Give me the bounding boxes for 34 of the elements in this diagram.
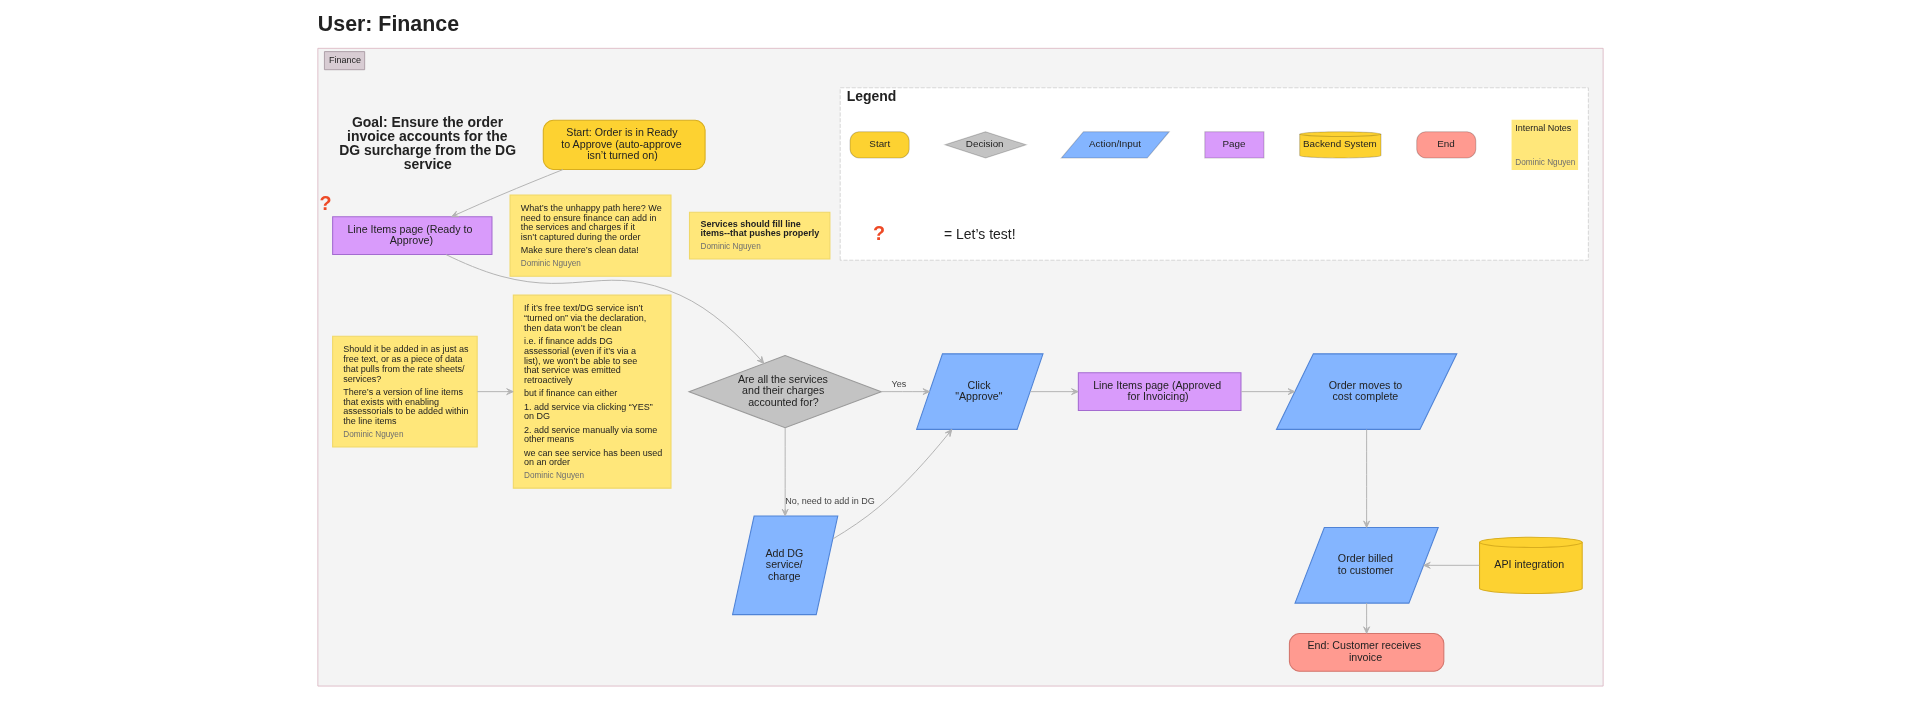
- arrow: [476, 388, 514, 396]
- arrow: [832, 429, 952, 540]
- arrow: [1362, 602, 1370, 634]
- node-box: If it’s free text/DG service isn’t “turned on” via the declaration, then data won’t be clean i.e. if finance adds DG assessorial (even if it’s via a list), we won’t be able to see that service was emitted retroactively but if finance can either 1. add service via clicking “YES” on DG 2. add service manually via some other means we can see service has been used on an order Dominic Nguyen: [512, 294, 672, 489]
- arrow: [1362, 429, 1370, 528]
- node-box: Line Items page (Ready to Approve): [331, 216, 492, 255]
- arrow: [880, 388, 930, 396]
- arrow: [450, 169, 563, 218]
- legend-label: Start: [868, 138, 890, 150]
- label: Dominic Nguyen: [1514, 157, 1575, 167]
- node-box: Services should fill line items--that pushes properly Dominic Nguyen: [688, 211, 830, 260]
- arrow: [444, 254, 764, 364]
- legend-label: Action/Input: [1088, 138, 1141, 150]
- label: ?: [872, 221, 885, 244]
- legend-label: Page: [1221, 138, 1245, 150]
- node-label: ?: [319, 192, 332, 215]
- node-box: What’s the unhappy path here? We need to ensure finance can add in the services and charges if it isn’t captured during the order Make sure there’s clean data! Dominic Nguyen: [509, 194, 672, 277]
- node-box: End: Customer receives invoice: [1288, 632, 1444, 672]
- edge-label: Yes: [891, 378, 906, 389]
- arrow: [1029, 388, 1079, 396]
- node-box: Should it be added in as just as free text, or as a piece of data that pulls from the rate sheets/ services? There’s a version of line items that exists with enabling assessorials to be added within the line items Dominic Nguyen: [331, 335, 478, 448]
- legend-label: End: [1436, 138, 1455, 150]
- legend-label: Internal Notes: [1514, 122, 1571, 133]
- diagram-title: User: Finance: [317, 11, 459, 36]
- node-box: Line Items page (Approved for Invoicing): [1077, 372, 1241, 412]
- legend-label: Backend System: [1302, 138, 1377, 150]
- edge-label: No, need to add in DG: [784, 496, 875, 507]
- legend-label: = Let’s test!: [943, 225, 1016, 242]
- arrow: [1240, 388, 1295, 396]
- label: Goal: Ensure the order invoice accounts for the DG surcharge from the DG service: [338, 114, 516, 173]
- node-box: Start: Order is in Ready to Approve (auto-approve isn’t turned on): [542, 119, 706, 170]
- legend-label: Decision: [965, 138, 1004, 150]
- arrow: [781, 427, 789, 517]
- arrow: [1422, 561, 1480, 569]
